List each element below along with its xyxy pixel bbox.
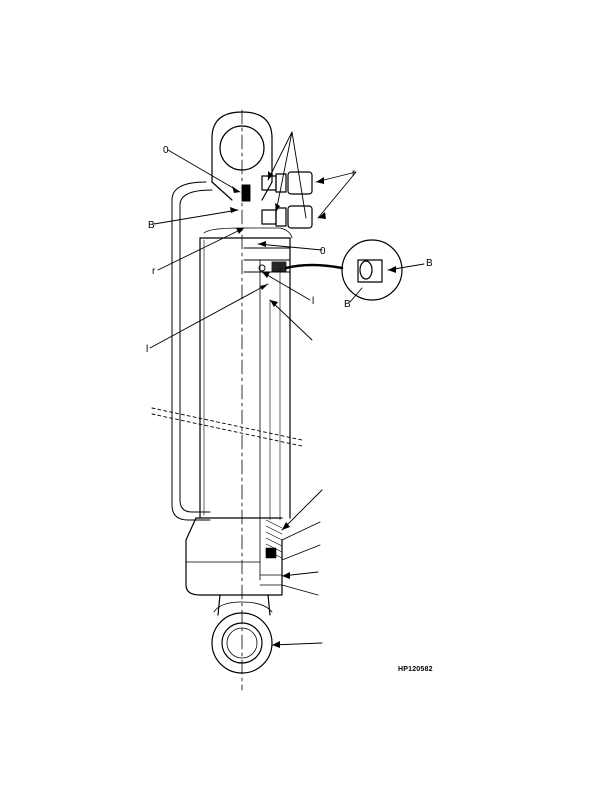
- callout-label: l: [312, 296, 314, 307]
- arrowheads: [230, 171, 396, 648]
- figure-code: HP120582: [398, 666, 433, 673]
- callout-labels: 0 B r l 0 B B l r: [146, 145, 433, 355]
- break-line: [151, 407, 303, 447]
- callout-label: l: [146, 344, 148, 355]
- hose-fittings: [261, 171, 313, 229]
- external-tube: [171, 181, 213, 521]
- callout-label: 0: [320, 246, 326, 257]
- callout-label: B: [148, 220, 155, 231]
- cylinder-barrel: [199, 227, 293, 581]
- callout-label: r: [352, 168, 356, 179]
- hatched-section: [265, 519, 283, 559]
- detail-view: [284, 239, 403, 301]
- callout-label: 0: [163, 145, 169, 156]
- callout-label: r: [152, 266, 156, 277]
- callout-label: B: [426, 258, 433, 269]
- callout-label: B: [344, 299, 351, 310]
- gland-nut: [185, 517, 283, 596]
- leader-lines: [149, 131, 425, 646]
